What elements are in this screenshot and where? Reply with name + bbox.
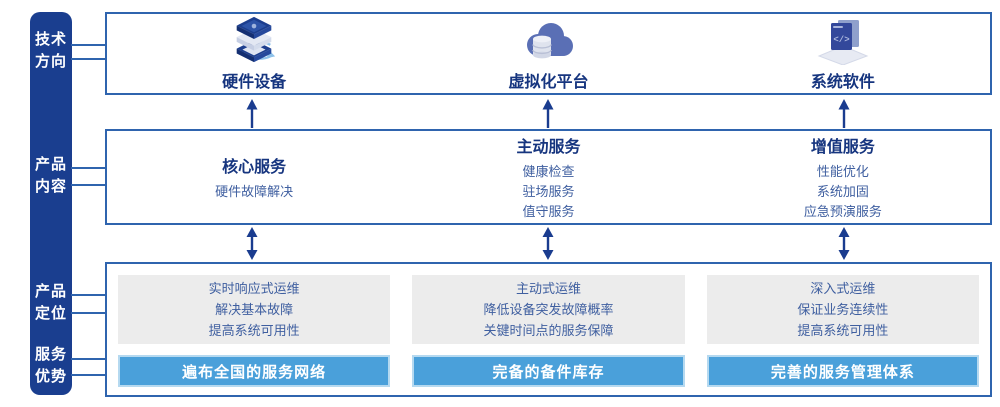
product-content-box: 核心服务 硬件故障解决 主动服务 健康检查 驻场服务 值守服务 增值服务 性能优…	[105, 129, 992, 225]
sidebar-label-line: 产品	[34, 283, 67, 300]
positioning-line: 实时响应式运维	[208, 281, 300, 296]
sidebar-label-line: 内容	[34, 178, 67, 195]
tech-label-software: 系统软件	[810, 74, 875, 91]
positioning-line: 关键时间点的服务保障	[483, 323, 614, 338]
positioning-panel: 实时响应式运维 解决基本故障 提高系统可用性	[118, 275, 391, 344]
up-arrow	[246, 99, 258, 128]
double-arrow	[542, 227, 554, 260]
connector-line	[71, 358, 105, 360]
positioning-column-realtime: 实时响应式运维 解决基本故障 提高系统可用性 遍布全国的服务网络	[107, 264, 401, 395]
double-arrow	[838, 227, 850, 260]
category-sidebar: 技术 方向 产品 内容 产品 定位 服务 优势	[30, 12, 72, 395]
tech-label-virtualization: 虚拟化平台	[508, 74, 589, 91]
svg-text:</>: </>	[833, 35, 849, 45]
sidebar-label-line: 方向	[34, 53, 67, 70]
positioning-panel: 主动式运维 降低设备突发故障概率 关键时间点的服务保障	[412, 275, 685, 344]
tech-column-virtualization: 虚拟化平台	[401, 14, 695, 93]
service-title: 核心服务	[222, 158, 287, 176]
up-arrow	[838, 99, 850, 128]
service-item: 硬件故障解决	[215, 183, 294, 199]
positioning-line: 降低设备突发故障概率	[483, 302, 614, 317]
service-item: 系统加固	[816, 183, 869, 199]
positioning-line: 提高系统可用性	[797, 323, 889, 338]
service-title: 增值服务	[810, 138, 875, 156]
tech-column-hardware: 硬件设备	[107, 14, 401, 93]
positioning-column-proactive: 主动式运维 降低设备突发故障概率 关键时间点的服务保障 完备的备件库存	[401, 264, 695, 395]
sidebar-item-product-positioning: 产品 定位	[30, 281, 72, 325]
advantage-bar: 遍布全国的服务网络	[118, 355, 391, 387]
positioning-line: 解决基本故障	[215, 302, 294, 317]
service-column-active: 主动服务 健康检查 驻场服务 值守服务	[401, 131, 695, 223]
advantage-bar: 完备的备件库存	[412, 355, 685, 387]
connector-line	[71, 44, 105, 46]
double-arrow	[246, 227, 258, 260]
service-item: 健康检查	[522, 163, 575, 179]
service-item: 应急预演服务	[803, 203, 882, 219]
connector-line	[71, 184, 105, 186]
positioning-line: 主动式运维	[515, 281, 581, 296]
sidebar-label-line: 定位	[34, 305, 67, 322]
cloud-database-icon	[520, 15, 576, 65]
sidebar-item-service-advantage: 服务 优势	[30, 344, 72, 388]
sidebar-label-line: 服务	[34, 346, 67, 363]
service-item: 驻场服务	[522, 183, 575, 199]
sidebar-item-product-content: 产品 内容	[30, 154, 72, 198]
connector-line	[71, 167, 105, 169]
advantage-bar: 完善的服务管理体系	[706, 355, 979, 387]
service-column-value-added: 增值服务 性能优化 系统加固 应急预演服务	[696, 131, 990, 223]
sidebar-item-tech-direction: 技术 方向	[30, 29, 72, 73]
server-stack-icon	[226, 15, 282, 65]
positioning-line: 保证业务连续性	[797, 302, 889, 317]
connector-line	[71, 58, 105, 60]
positioning-box: 实时响应式运维 解决基本故障 提高系统可用性 遍布全国的服务网络 主动式运维 降…	[105, 262, 992, 397]
sidebar-label-line: 优势	[34, 368, 67, 385]
positioning-line: 提高系统可用性	[208, 323, 300, 338]
connector-line	[71, 374, 105, 376]
tech-direction-box: 硬件设备 虚拟化平台	[105, 12, 992, 95]
sidebar-label-line: 技术	[34, 31, 67, 48]
service-column-core: 核心服务 硬件故障解决	[107, 131, 401, 223]
tech-label-hardware: 硬件设备	[222, 74, 287, 91]
service-item: 性能优化	[816, 163, 869, 179]
positioning-panel: 深入式运维 保证业务连续性 提高系统可用性	[706, 275, 979, 344]
software-window-icon: </>	[815, 15, 871, 65]
connector-line	[71, 312, 105, 314]
service-item: 值守服务	[522, 203, 575, 219]
tech-column-software: </> 系统软件	[696, 14, 990, 93]
service-title: 主动服务	[516, 138, 581, 156]
positioning-column-indepth: 深入式运维 保证业务连续性 提高系统可用性 完善的服务管理体系	[696, 264, 990, 395]
connector-line	[71, 294, 105, 296]
up-arrow	[542, 99, 554, 128]
positioning-line: 深入式运维	[810, 281, 876, 296]
sidebar-label-line: 产品	[34, 156, 67, 173]
